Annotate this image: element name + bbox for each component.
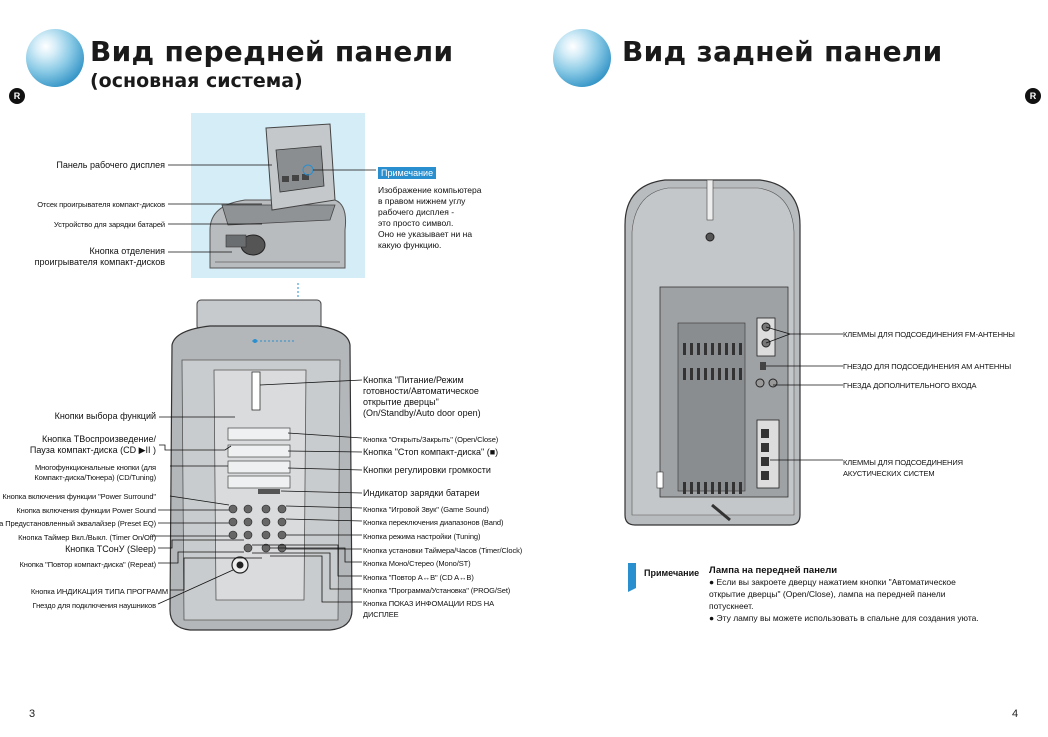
note-line: это просто символ.	[378, 218, 454, 228]
sphere-bullet-icon	[26, 29, 84, 87]
label-power-2: готовности/Автоматическое	[363, 386, 479, 396]
label-cd-compartment: Отсек проигрывателя компакт-дисков	[37, 200, 165, 209]
label-power-4: (On/Standby/Auto door open)	[363, 408, 481, 418]
registered-badge-icon: R	[1025, 88, 1041, 104]
page-title-rear: Вид задней панели	[622, 35, 943, 68]
sphere-bullet-icon	[553, 29, 611, 87]
label-speaker-terminals-1: КЛЕММЫ ДЛЯ ПОДСОЕДИНЕНИЯ	[843, 458, 963, 467]
label-multifunction-1: Многофункциональные кнопки (для	[34, 463, 156, 472]
front-unit-drawing	[169, 283, 353, 631]
note-title-rear: Лампа на передней панели	[709, 565, 838, 576]
label-prog-set: Кнопка "Программа/Установка" (PROG/Set)	[363, 586, 511, 595]
label-headphone-jack: Гнездо для подключения наушников	[32, 601, 157, 610]
label-cd-release-2: проигрывателя компакт-дисков	[34, 257, 165, 267]
label-cd-stop: Кнопка "Стоп компакт-диска" (■)	[363, 447, 499, 457]
label-battery-indicator: Индикатор зарядки батареи	[363, 488, 480, 498]
note-line: потускнеет.	[709, 601, 754, 611]
label-play-pause-1: Кнопка ТВоспроизведение/	[41, 434, 156, 444]
label-play-pause-2: Пауза компакт-диска (CD ▶II )	[29, 445, 156, 455]
label-open-close: Кнопка "Открыть/Закрыть" (Open/Close)	[363, 435, 499, 444]
label-rds-1: Кнопка ПОКАЗ ИНФОМАЦИИ RDS НА	[363, 599, 495, 608]
label-speaker-terminals-2: АКУСТИЧЕСКИХ СИСТЕМ	[843, 469, 935, 478]
note-line: открытие дверцы" (Open/Close), лампа на …	[709, 589, 946, 599]
label-band: Кнопка переключения диапазонов (Band)	[363, 518, 504, 527]
label-aux-input: ГНЕЗДА ДОПОЛНИТЕЛЬНОГО ВХОДА	[843, 381, 977, 390]
registered-badge-icon: R	[9, 88, 25, 104]
label-am-antenna: ГНЕЗДО ДЛЯ ПОДСОЕДИНЕНИЯ AM АНТЕННЫ	[843, 362, 1012, 371]
label-game-sound: Кнопка "Игровой Звук" (Game Sound)	[363, 505, 489, 514]
note-line: в правом нижнем углу	[378, 196, 466, 206]
label-repeat: Кнопка "Повтор компакт-диска" (Repeat)	[19, 560, 156, 569]
label-rds-2: ДИСПЛЕЕ	[363, 610, 399, 619]
label-fm-antenna: КЛЕММЫ ДЛЯ ПОДСОЕДИНЕНИЯ FM-АНТЕННЫ	[843, 330, 1015, 339]
note-heading-front: Примечание	[378, 167, 437, 179]
label-timer-onoff: Кнопка Таймер Вкл./Выкл. (Timer On/Off)	[18, 533, 156, 542]
note-line: рабочего дисплея -	[378, 207, 455, 217]
label-timer-clock: Кнопка установки Таймера/Часов (Timer/Cl…	[363, 546, 523, 555]
page-subtitle-front: (основная система)	[90, 70, 303, 92]
open-unit-drawing	[209, 123, 346, 269]
note-line: ● Если вы закроете дверцу нажатием кнопк…	[709, 577, 956, 587]
page-number-right: 4	[1012, 708, 1019, 720]
note-line: какую функцию.	[378, 240, 442, 250]
label-multifunction-2: Компакт-диска/Тюнера) (CD/Tuning)	[34, 473, 156, 482]
note-heading-rear: Примечание	[644, 568, 700, 578]
label-display-panel: Панель рабочего дисплея	[56, 160, 165, 170]
label-preset-eq: Кнопка Предустановленный эквалайзер (Pre…	[0, 519, 156, 528]
page-number-left: 3	[29, 708, 36, 720]
label-function-select: Кнопки выбора функций	[54, 411, 156, 421]
note-line: Оно не указывает ни на	[378, 229, 473, 239]
label-volume: Кнопки регулировки громкости	[363, 465, 491, 475]
label-tuning: Кнопка режима настройки (Tuning)	[363, 532, 481, 541]
label-power-surround: Кнопка включения функции "Power Surround…	[2, 492, 156, 501]
note-line: Изображение компьютера	[378, 185, 482, 195]
page-title-front: Вид передней панели	[90, 35, 454, 68]
label-power-3: открытие дверцы"	[363, 397, 439, 407]
label-ab-repeat: Кнопка "Повтор A↔B" (CD A↔B)	[363, 573, 474, 582]
label-power-1: Кнопка "Питание/Режим	[363, 375, 464, 385]
label-cd-release-1: Кнопка отделения	[89, 246, 165, 256]
note-line: ● Эту лампу вы можете использовать в спа…	[709, 613, 979, 623]
label-sleep: Кнопка TСонУ (Sleep)	[65, 544, 156, 554]
label-power-sound: Кнопка включения функции Power Sound	[16, 506, 156, 515]
label-battery-charger: Устройство для зарядки батарей	[53, 220, 165, 229]
rear-unit-drawing	[624, 179, 801, 526]
label-pty: Кнопка ИНДИКАЦИЯ ТИПА ПРОГРАММ	[30, 587, 168, 596]
label-mono-st: Кнопка Моно/Стерео (Mono/ST)	[363, 559, 471, 568]
note-flag-icon	[628, 563, 636, 592]
